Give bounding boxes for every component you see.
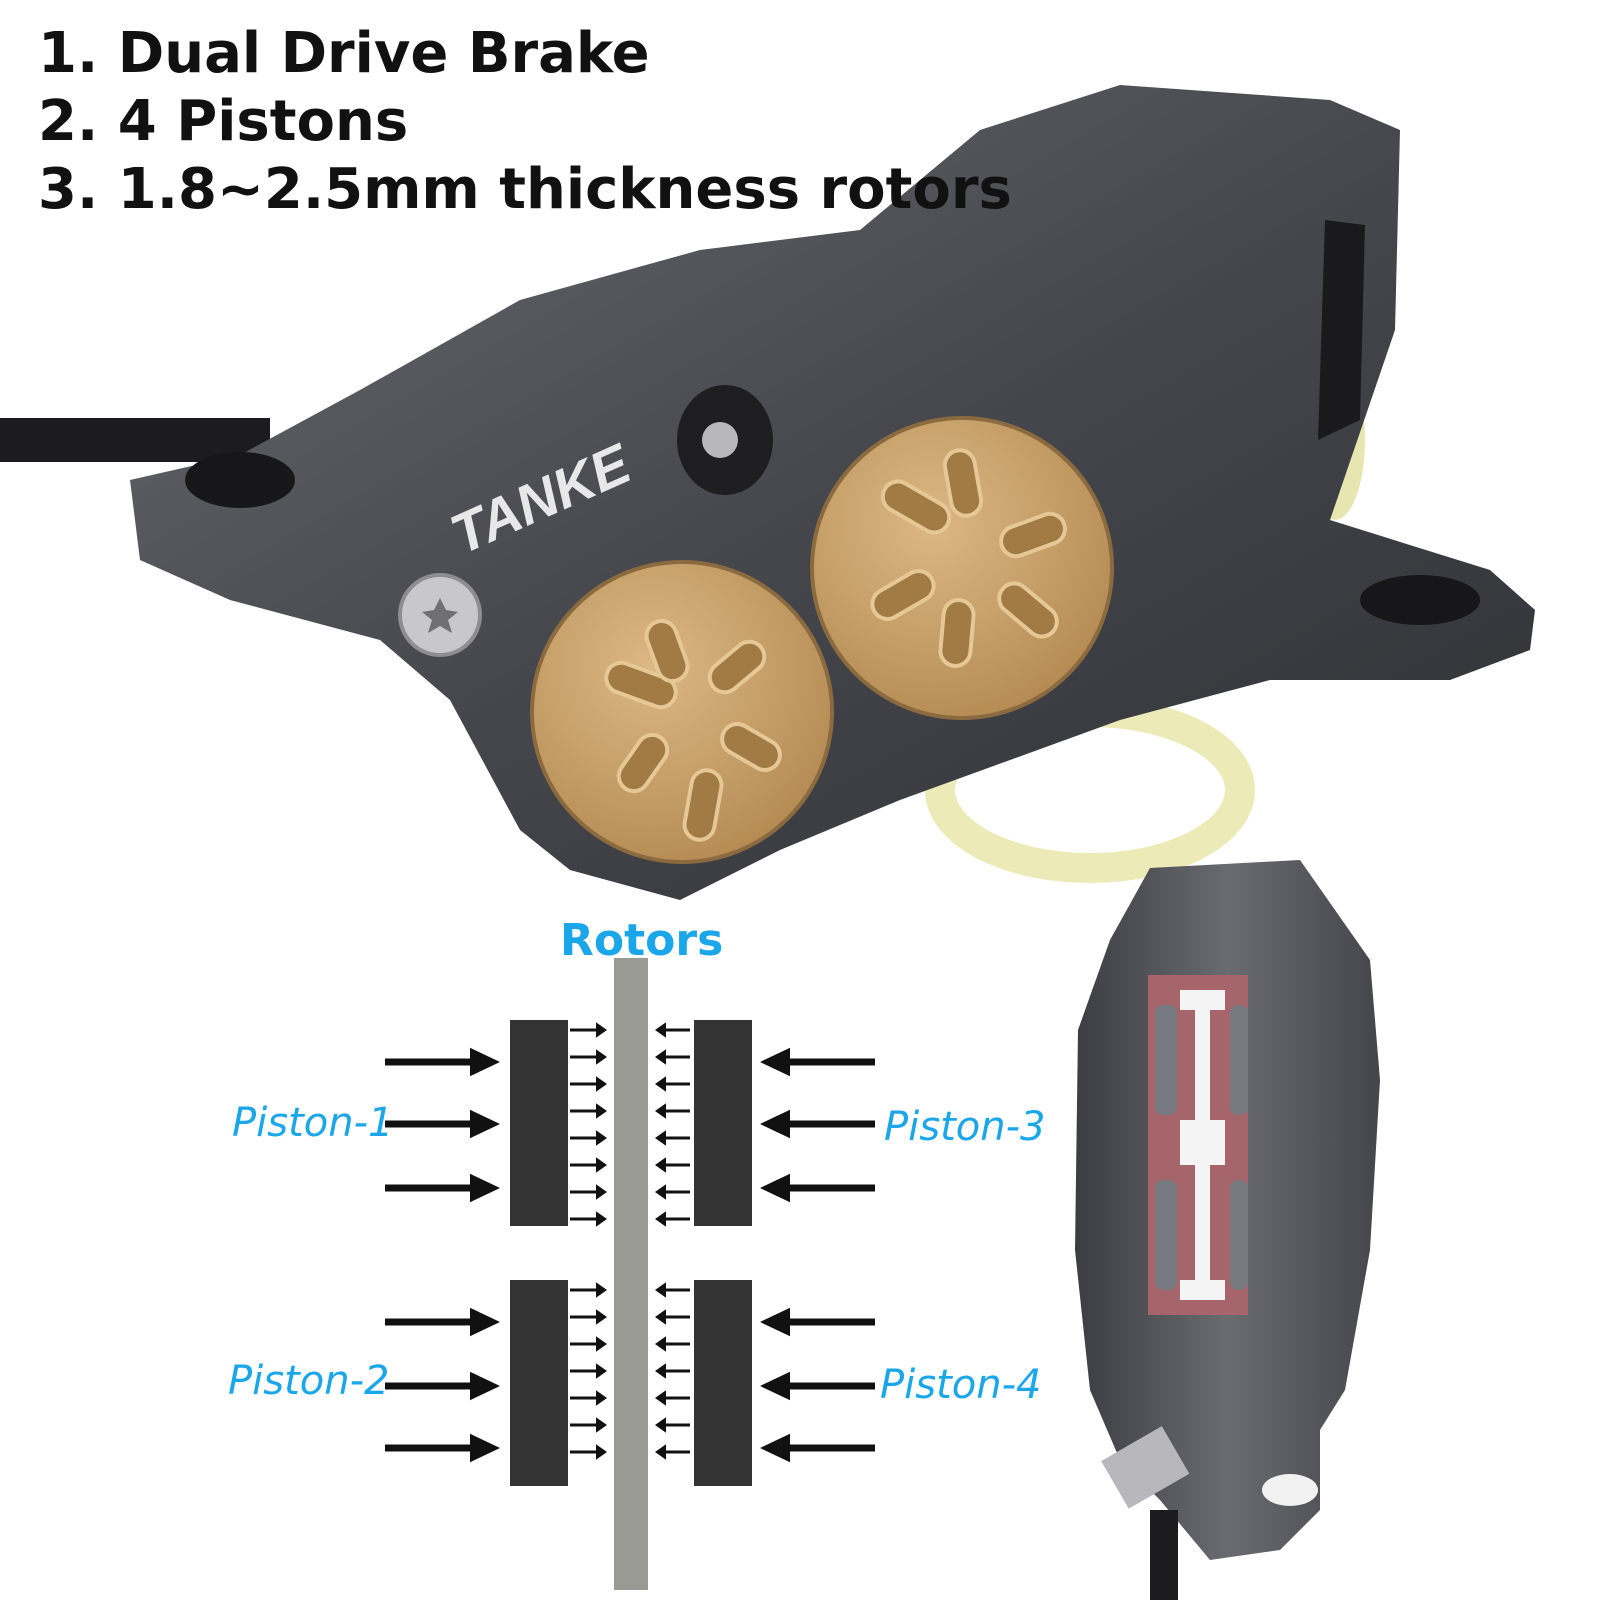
pad-group-top xyxy=(510,1020,752,1226)
pad-force-arrow xyxy=(655,1363,690,1379)
pad-force-arrow xyxy=(570,1363,607,1379)
feature-list: 1. Dual Drive Brake 2. 4 Pistons 3. 1.8~… xyxy=(38,20,1012,224)
mount-hole-left xyxy=(185,452,295,508)
piston-left xyxy=(530,560,834,864)
pad-force-arrow xyxy=(655,1076,690,1092)
pad-force-arrow xyxy=(655,1157,690,1173)
feature-item-1: 1. Dual Drive Brake xyxy=(38,21,650,86)
piston-right xyxy=(810,416,1114,720)
pad-force-arrow xyxy=(655,1211,690,1227)
pad-force-arrow xyxy=(570,1444,607,1460)
pad-force-arrow xyxy=(570,1282,607,1298)
pad-force-arrow xyxy=(655,1103,690,1119)
piston-4-label: Piston-4 xyxy=(880,1362,1042,1408)
piston-force-arrow xyxy=(385,1173,500,1203)
pad-force-arrow xyxy=(570,1130,607,1146)
pad-force-arrow xyxy=(570,1211,607,1227)
pad-force-arrow xyxy=(570,1049,607,1065)
pad-force-arrow xyxy=(655,1282,690,1298)
piston-force-arrow xyxy=(760,1433,875,1463)
feature-item-2: 2. 4 Pistons xyxy=(38,89,409,154)
piston-force-arrow xyxy=(760,1047,875,1077)
pad-force-arrow xyxy=(570,1103,607,1119)
pad-force-arrow xyxy=(570,1336,607,1352)
pad-force-arrow xyxy=(655,1309,690,1325)
side-view-hose-fitting xyxy=(1101,1426,1190,1509)
rotor-disc xyxy=(614,958,648,1590)
feature-item-3: 3. 1.8~2.5mm thickness rotors xyxy=(38,157,1012,222)
pad-piston-4 xyxy=(694,1280,752,1486)
pad-force-arrow xyxy=(655,1184,690,1200)
pad-force-arrow xyxy=(570,1417,607,1433)
piston-2-label: Piston-2 xyxy=(228,1358,390,1404)
pad-force-arrow xyxy=(570,1309,607,1325)
pad-force-arrow xyxy=(570,1022,607,1038)
piston-force-arrow xyxy=(760,1109,875,1139)
piston-force-arrow xyxy=(385,1109,500,1139)
mount-hole-right xyxy=(1360,575,1480,625)
side-view-hose xyxy=(1150,1510,1178,1600)
piston-1-label: Piston-1 xyxy=(232,1100,394,1146)
caliper-top-window xyxy=(1318,220,1365,440)
pad-force-arrow xyxy=(570,1076,607,1092)
pad-piston-1 xyxy=(510,1020,568,1226)
pad-force-arrow xyxy=(655,1417,690,1433)
piston-force-arrow xyxy=(385,1371,500,1401)
pad-force-arrow xyxy=(655,1336,690,1352)
side-view-mount-hole xyxy=(1262,1474,1318,1506)
pad-piston-2 xyxy=(510,1280,568,1486)
pad-force-arrow xyxy=(570,1157,607,1173)
pad-force-arrow xyxy=(655,1022,690,1038)
piston-force-arrow xyxy=(760,1307,875,1337)
piston-force-arrow xyxy=(385,1307,500,1337)
pad-force-arrow xyxy=(570,1184,607,1200)
force-arrows xyxy=(385,1022,875,1463)
pad-piston-3 xyxy=(694,1020,752,1226)
pad-force-arrow xyxy=(655,1049,690,1065)
pad-group-bottom xyxy=(510,1280,752,1486)
piston-force-arrow xyxy=(760,1371,875,1401)
piston-force-arrow xyxy=(760,1173,875,1203)
piston-force-arrow xyxy=(385,1433,500,1463)
pad-force-arrow xyxy=(655,1130,690,1146)
rotors-label: Rotors xyxy=(560,915,724,966)
piston-force-arrow xyxy=(385,1047,500,1077)
piston-3-label: Piston-3 xyxy=(884,1104,1046,1150)
caliper-illustration: TANKE xyxy=(0,85,1535,900)
pad-force-arrow xyxy=(655,1390,690,1406)
pad-force-arrow xyxy=(570,1390,607,1406)
pad-force-arrow xyxy=(655,1444,690,1460)
